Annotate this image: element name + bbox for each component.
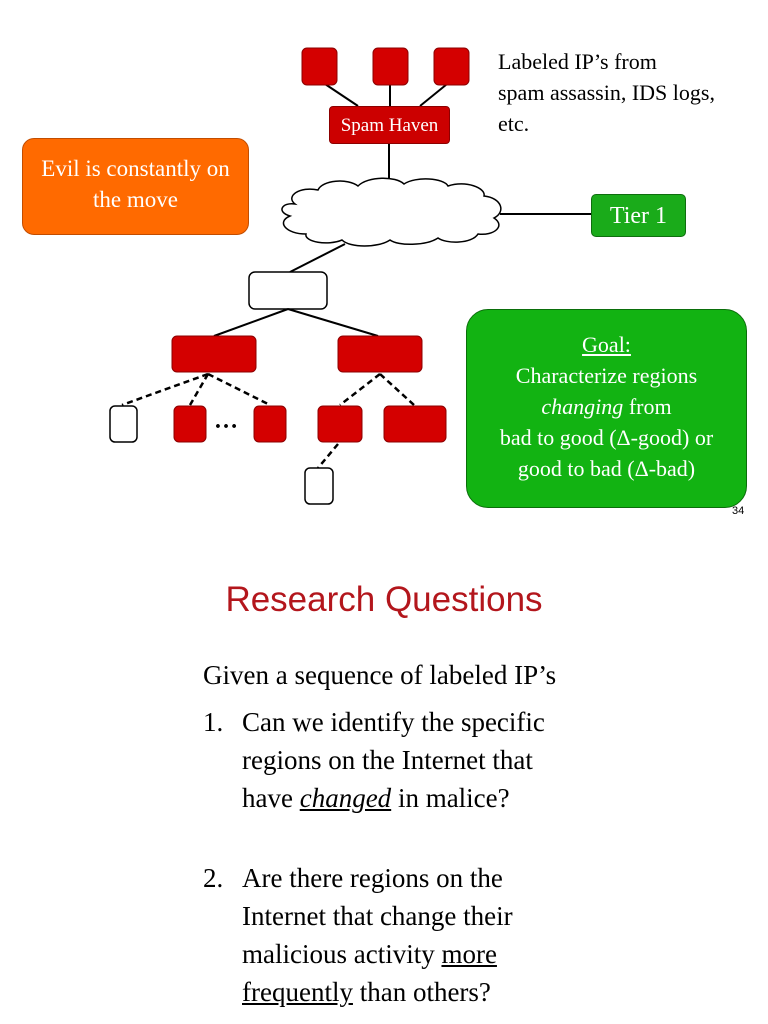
callout-line: the move — [93, 187, 178, 212]
slide-title: Research Questions — [225, 580, 543, 619]
labeled-ips-caption: Labeled IP’s from spam assassin, IDS log… — [498, 46, 763, 139]
emphasis-more: more — [441, 939, 497, 969]
goal-line: Characterize regions — [515, 363, 698, 388]
red-node — [171, 335, 257, 373]
page-number: 34 — [732, 505, 745, 517]
question-text: than others? — [352, 977, 491, 1007]
question-line: frequently than others? — [242, 973, 491, 1011]
goal-callout: Goal: Characterize regions changing from… — [466, 309, 747, 508]
dashed-edge — [121, 372, 209, 407]
edge — [213, 308, 289, 337]
dashed-edge — [317, 443, 339, 469]
network-diagram — [109, 47, 592, 505]
question-number: 2. — [203, 863, 224, 893]
edge — [287, 308, 379, 337]
goal-line: bad to good (Δ-good) or — [499, 425, 714, 450]
caption-line: spam assassin, IDS logs, — [498, 80, 715, 105]
dashed-edge — [188, 373, 210, 406]
research-questions-slide: Research Questions Given a sequence of l… — [0, 548, 768, 1024]
question-text: malicious activity — [242, 939, 442, 969]
evil-callout: Evil is constantly on the move — [22, 138, 249, 235]
question-text: have — [242, 783, 300, 813]
goal-title: Goal: — [582, 332, 631, 357]
intro-text: Given a sequence of labeled IP’s — [203, 660, 557, 690]
question-line: regions on the Internet that — [242, 745, 533, 775]
tier1-node: Tier 1 — [591, 194, 686, 237]
spam-node — [301, 47, 338, 86]
question-line: Internet that change their — [242, 901, 513, 931]
goal-line: from — [623, 394, 672, 419]
dashed-edge — [379, 373, 415, 406]
red-leaf — [317, 405, 363, 443]
white-node — [248, 271, 328, 310]
question-number: 1. — [203, 707, 224, 737]
red-leaf — [383, 405, 447, 443]
ellipsis: … — [214, 408, 238, 434]
red-leaf — [253, 405, 287, 443]
question-line: malicious activity more — [242, 935, 497, 973]
question-text: in malice? — [391, 783, 510, 813]
goal-emphasis: changing — [541, 394, 624, 419]
emphasis-changed: changed — [299, 783, 392, 813]
red-node — [337, 335, 423, 373]
dashed-edge — [207, 372, 271, 407]
dashed-edge — [339, 373, 381, 406]
red-leaf — [173, 405, 207, 443]
emphasis-frequently: frequently — [242, 977, 353, 1007]
caption-line: etc. — [498, 111, 530, 136]
spam-haven-node: Spam Haven — [329, 106, 450, 144]
spam-node — [433, 47, 470, 86]
goal-line: good to bad (Δ-bad) — [517, 456, 696, 481]
question-line: Are there regions on the — [242, 863, 503, 893]
caption-line: Labeled IP’s from — [498, 49, 657, 74]
white-leaf — [109, 405, 138, 443]
internet-cloud — [281, 177, 502, 247]
edge — [289, 243, 346, 273]
callout-line: Evil is constantly on — [41, 156, 230, 181]
question-line: have changed in malice? — [242, 779, 510, 817]
question-line: Can we identify the specific — [242, 707, 545, 737]
diagram-slide: Labeled IP’s from spam assassin, IDS log… — [22, 46, 763, 517]
spam-node — [372, 47, 409, 86]
white-leaf — [304, 467, 334, 505]
